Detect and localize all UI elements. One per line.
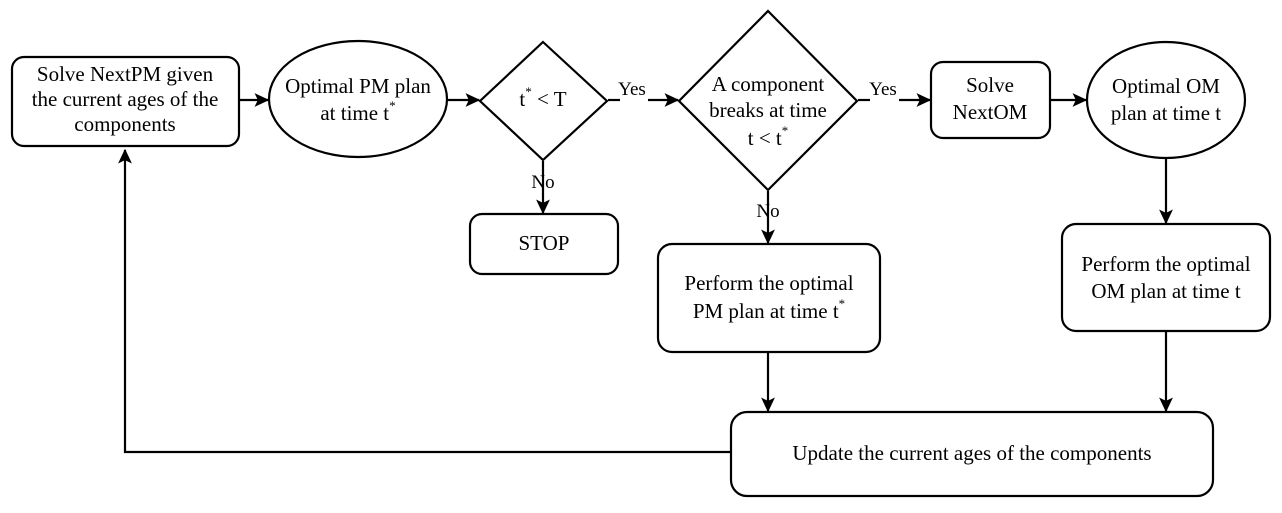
node-optimal-pm-plan[interactable]: Optimal PM plan at time t* xyxy=(267,39,449,159)
optimal-om-plan-line-1: Optimal OM xyxy=(1112,74,1220,98)
perform-om-plan-box[interactable] xyxy=(1060,222,1272,333)
perform-om-plan-line-1: Perform the optimal xyxy=(1081,252,1250,276)
optimal-om-plan-line-2: plan at time t xyxy=(1111,101,1221,125)
decision-component-breaks-line-3: t < t* xyxy=(748,123,789,149)
node-solve-nextom[interactable]: Solve NextOM xyxy=(929,60,1052,140)
edge-label-no-2: No xyxy=(756,201,779,222)
edge-label-yes-2: Yes xyxy=(869,79,897,100)
stop-label: STOP xyxy=(519,231,570,255)
decision-component-breaks-diamond[interactable] xyxy=(677,9,859,192)
decision-t-lt-T-diamond[interactable] xyxy=(478,40,609,162)
node-decision-t-lt-T[interactable]: t* < T xyxy=(478,40,609,162)
edge-update-feedback-to-solvepm xyxy=(118,148,730,454)
node-perform-pm-plan[interactable]: Perform the optimal PM plan at time t* xyxy=(656,242,882,354)
optimal-om-plan-ellipse[interactable] xyxy=(1085,40,1247,160)
node-decision-component-breaks[interactable]: A component breaks at time t < t* xyxy=(677,9,859,192)
solve-nextpm-line-2: the current ages of the xyxy=(32,87,219,111)
decision-component-breaks-line-2: breaks at time xyxy=(709,98,827,122)
update-ages-box[interactable] xyxy=(729,410,1215,498)
node-perform-om-plan[interactable]: Perform the optimal OM plan at time t xyxy=(1060,222,1272,333)
update-ages-label: Update the current ages of the component… xyxy=(792,441,1151,465)
optimal-pm-plan-line-2: at time t* xyxy=(320,98,395,124)
perform-pm-plan-line-1: Perform the optimal xyxy=(684,271,853,295)
node-update-ages[interactable]: Update the current ages of the component… xyxy=(729,410,1215,498)
optimal-pm-plan-ellipse[interactable] xyxy=(267,39,449,159)
node-solve-nextpm[interactable]: Solve NextPM given the current ages of t… xyxy=(10,55,241,148)
perform-pm-plan-line-2: PM plan at time t* xyxy=(693,296,845,322)
perform-om-plan-line-2: OM plan at time t xyxy=(1091,279,1240,303)
solve-nextom-line-1: Solve xyxy=(966,73,1014,97)
perform-pm-plan-box[interactable] xyxy=(656,242,882,354)
solve-nextpm-box[interactable] xyxy=(10,55,241,148)
edge-label-no-1: No xyxy=(531,172,554,193)
node-optimal-om-plan[interactable]: Optimal OM plan at time t xyxy=(1085,40,1247,160)
solve-nextpm-line-1: Solve NextPM given xyxy=(37,62,214,86)
decision-t-lt-T-label: t* < T xyxy=(519,84,566,110)
node-stop[interactable]: STOP xyxy=(468,212,620,276)
stop-box[interactable] xyxy=(468,212,620,276)
solve-nextom-line-2: NextOM xyxy=(953,100,1028,124)
edge-label-yes-1: Yes xyxy=(618,79,646,100)
solve-nextom-box[interactable] xyxy=(929,60,1052,140)
solve-nextpm-line-3: components xyxy=(74,112,175,136)
optimal-pm-plan-line-1: Optimal PM plan xyxy=(285,74,431,98)
decision-component-breaks-line-1: A component xyxy=(712,72,825,96)
